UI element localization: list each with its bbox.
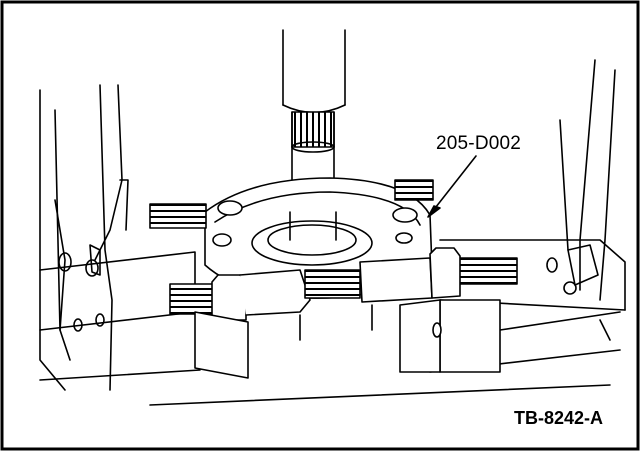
- left-press-frame: [39, 84, 129, 391]
- front-bolt-bar: [169, 247, 518, 321]
- right-press-frame: [546, 59, 616, 301]
- callout-leader: [427, 155, 477, 218]
- support-blocks: [194, 299, 501, 379]
- rear-bolts: [149, 179, 434, 229]
- figure-id: TB-8242-A: [514, 408, 604, 428]
- callout-label: 205-D002: [436, 133, 522, 154]
